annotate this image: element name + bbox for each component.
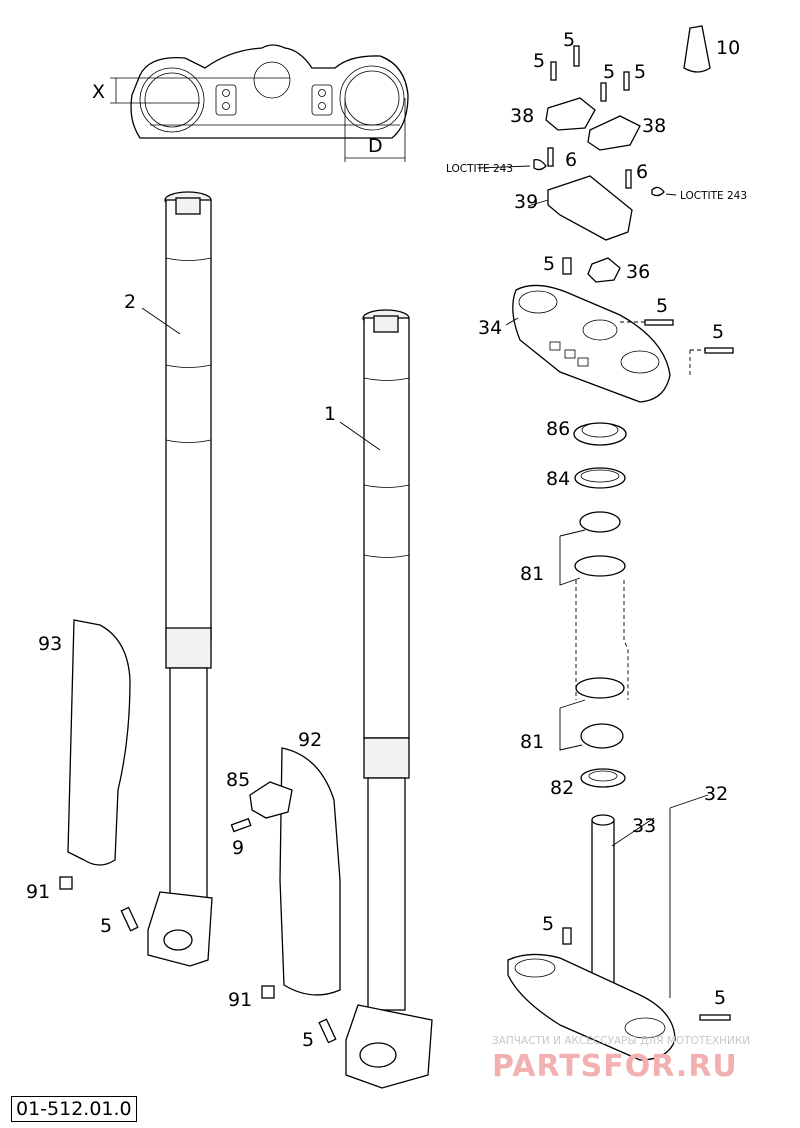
callout-38: 38 bbox=[510, 105, 534, 127]
watermark-subtitle: ЗАПЧАСТИ И АКСЕССУАРЫ ДЛЯ МОТОТЕХНИКИ bbox=[492, 1035, 750, 1047]
bolt-9 bbox=[230, 817, 252, 833]
bolt-91-right bbox=[261, 985, 275, 999]
callout-36: 36 bbox=[626, 261, 650, 283]
callout-5: 5 bbox=[100, 915, 112, 937]
bolt-5-left-foot bbox=[120, 906, 139, 932]
loctite-note: LOCTITE 243 bbox=[446, 163, 513, 175]
fork-guard-92 bbox=[279, 747, 341, 996]
callout-1: 1 bbox=[324, 403, 336, 425]
upper-triple-clamp-34 bbox=[512, 257, 734, 403]
dimension-d-label: D bbox=[368, 135, 383, 157]
handlebar-clamp-group bbox=[477, 25, 711, 241]
fork-guard-93 bbox=[67, 619, 131, 866]
diagram-code: 01-512.01.0 bbox=[11, 1096, 137, 1122]
watermark-logo: PARTSFOR.RU bbox=[492, 1049, 738, 1084]
callout-5: 5 bbox=[714, 987, 726, 1009]
callout-5: 5 bbox=[543, 253, 555, 275]
callout-93: 93 bbox=[38, 633, 62, 655]
leader-lines bbox=[141, 199, 709, 847]
callout-91: 91 bbox=[26, 881, 50, 903]
callout-5: 5 bbox=[656, 295, 668, 317]
lower-triple-clamp-32 bbox=[507, 808, 731, 1061]
callout-34: 34 bbox=[478, 317, 502, 339]
bolt-5-right-foot bbox=[318, 1018, 337, 1044]
callout-82: 82 bbox=[550, 777, 574, 799]
callout-81: 81 bbox=[520, 731, 544, 753]
callout-38: 38 bbox=[642, 115, 666, 137]
callout-39: 39 bbox=[514, 191, 538, 213]
fork-leg-1 bbox=[345, 309, 433, 1089]
callout-2: 2 bbox=[124, 291, 136, 313]
callout-81: 81 bbox=[520, 563, 544, 585]
callout-6: 6 bbox=[565, 149, 577, 171]
callout-9: 9 bbox=[232, 837, 244, 859]
callout-10: 10 bbox=[716, 37, 740, 59]
callout-5: 5 bbox=[563, 29, 575, 51]
fork-leg-2 bbox=[147, 191, 213, 967]
guide-clamp-85 bbox=[249, 781, 293, 819]
callout-92: 92 bbox=[298, 729, 322, 751]
callout-86: 86 bbox=[546, 418, 570, 440]
callout-32: 32 bbox=[704, 783, 728, 805]
bolt-91-left bbox=[59, 876, 73, 890]
steering-bearing-stack bbox=[559, 422, 629, 788]
loctite-note: LOCTITE 243 bbox=[680, 190, 747, 202]
callout-85: 85 bbox=[226, 769, 250, 791]
dimension-x-label: X bbox=[92, 81, 105, 103]
callout-33: 33 bbox=[632, 815, 656, 837]
callout-6: 6 bbox=[636, 161, 648, 183]
callout-84: 84 bbox=[546, 468, 570, 490]
callout-5: 5 bbox=[542, 913, 554, 935]
callout-5: 5 bbox=[302, 1029, 314, 1051]
callout-5: 5 bbox=[712, 321, 724, 343]
callout-91: 91 bbox=[228, 989, 252, 1011]
top-clamp-dimension-view bbox=[110, 44, 409, 162]
callout-5: 5 bbox=[634, 61, 646, 83]
callout-5: 5 bbox=[603, 61, 615, 83]
callout-5: 5 bbox=[533, 50, 545, 72]
